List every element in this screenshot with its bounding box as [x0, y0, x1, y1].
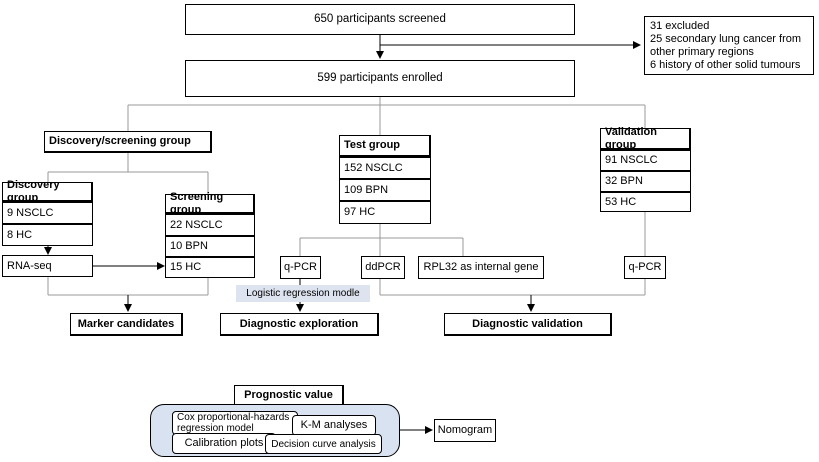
excluded-line: 31 excluded: [650, 20, 710, 32]
qpcr-validation-box: q-PCR: [624, 256, 666, 279]
screening-item: 22 NSCLC: [165, 214, 255, 236]
prognostic-value-title: Prognostic value: [234, 385, 344, 406]
screening-item: 15 HC: [165, 257, 255, 278]
discovery-item: 8 HC: [2, 224, 93, 246]
test-item: 97 HC: [339, 201, 431, 224]
screening-item: 10 BPN: [165, 236, 255, 257]
cox-model-pill: Cox proportional-hazards regression mode…: [172, 411, 298, 435]
rpl32-box: RPL32 as internal gene: [418, 256, 544, 279]
validation-item: 32 BPN: [600, 171, 691, 192]
screening-group-title: Screening group: [165, 191, 255, 216]
screened-box: 650 participants screened: [185, 4, 575, 35]
excluded-line: 6 history of other solid tumours: [650, 59, 801, 71]
nomogram-box: Nomogram: [434, 419, 496, 442]
excluded-box: 31 excluded 25 secondary lung cancer fro…: [644, 16, 814, 75]
test-item: 109 BPN: [339, 179, 431, 201]
validation-item: 53 HC: [600, 192, 691, 212]
excluded-line: other primary regions: [650, 46, 754, 58]
enrolled-box: 599 participants enrolled: [185, 60, 575, 97]
excluded-line: 25 secondary lung cancer from: [650, 33, 802, 45]
rnaseq-box: RNA-seq: [2, 255, 93, 277]
logistic-regression-label: Logistic regression modle: [236, 285, 370, 302]
ddpcr-box: ddPCR: [361, 256, 405, 279]
calibration-plots-pill: Calibration plots: [172, 433, 276, 454]
discovery-group-title: Discovery group: [2, 179, 93, 204]
diagnostic-exploration-box: Diagnostic exploration: [220, 313, 379, 336]
km-analyses-pill: K-M analyses: [292, 415, 376, 436]
discovery-screening-group-title: Discovery/screening group: [44, 131, 212, 153]
qpcr-test-box: q-PCR: [280, 256, 321, 279]
validation-group-title: Validation group: [600, 126, 691, 151]
validation-item: 91 NSCLC: [600, 150, 691, 171]
test-group-title: Test group: [339, 135, 431, 157]
test-item: 152 NSCLC: [339, 157, 431, 179]
discovery-item: 9 NSCLC: [2, 202, 93, 224]
diagnostic-validation-box: Diagnostic validation: [444, 313, 612, 336]
marker-candidates-box: Marker candidates: [70, 313, 183, 336]
decision-curve-pill: Decision curve analysis: [265, 434, 382, 454]
